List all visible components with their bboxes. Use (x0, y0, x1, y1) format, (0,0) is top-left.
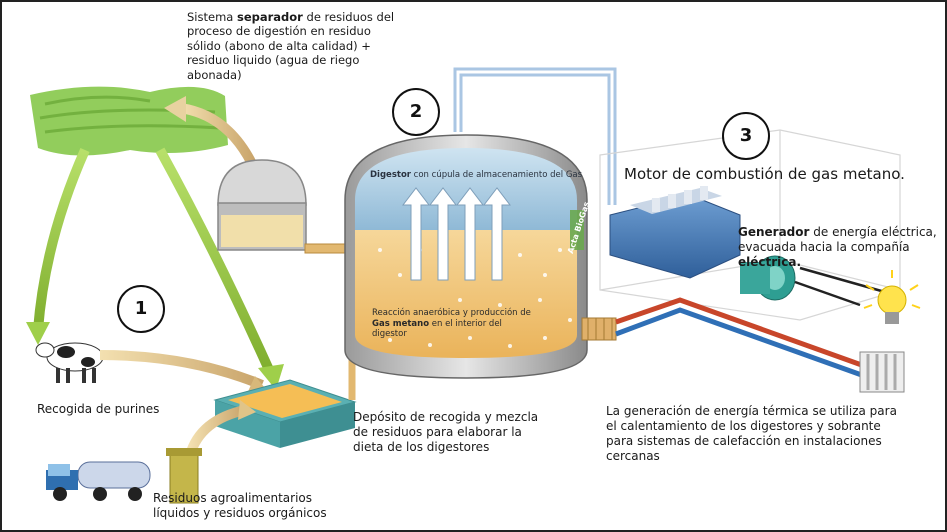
generator-text-bold: Generador (738, 225, 810, 239)
arrowhead-bin-deposit (238, 400, 256, 420)
digestor-text-bold: Digestor (370, 170, 411, 180)
generator-text-bold2: eléctrica. (738, 255, 802, 269)
arrow-cow-to-deposit (99, 350, 264, 390)
digestor-text: Digestor con cúpula de almacenamiento de… (370, 170, 585, 181)
reaction-text: Reacción anaeróbica y producción de Gas … (372, 308, 537, 340)
arrowhead-field (164, 96, 186, 122)
digestor-text-rest: con cúpula de almacenamiento del Gas (410, 170, 583, 180)
arrowhead-cow (26, 322, 50, 345)
crop-field-illustration (30, 86, 228, 156)
separator-text-rest: de residuos del proceso de digestión en … (187, 10, 395, 82)
separator-text-pre: Sistema (187, 10, 237, 24)
separator-dome (217, 159, 307, 251)
organic-waste-bin (166, 448, 202, 504)
purines-text: Recogida de purines (37, 402, 160, 416)
rising-gas-arrows (401, 187, 512, 281)
arrow-separator-to-field (179, 103, 260, 173)
deposit-text: Depósito de recogida y mezcla de residuo… (353, 410, 539, 454)
motor-text: Motor de combustión de gas metano. (624, 165, 905, 183)
step-number-1: 1 (117, 285, 165, 333)
tanker-truck-illustration (46, 461, 151, 501)
cold-water-pipe (615, 307, 871, 381)
light-bulb-icon (863, 270, 921, 324)
generator-text: Generador de energía eléctrica, evacuada… (738, 225, 943, 270)
heat-exchanger (581, 317, 617, 341)
thermal-energy-text: La generación de energía térmica se util… (606, 404, 897, 463)
power-wire (794, 280, 861, 307)
cow-illustration (35, 342, 104, 383)
gas-engine (609, 186, 741, 279)
reaction-text-pre: Reacción anaeróbica y producción de (372, 308, 531, 318)
residues-text: Residuos agroalimentarios líquidos y res… (153, 491, 327, 520)
step-number-3: 3 (722, 112, 770, 160)
arrow-field-to-cow (33, 147, 90, 331)
reaction-text-rest: en el interior del digestor (372, 318, 502, 340)
hot-water-pipe (615, 297, 871, 371)
reaction-text-bold: Gas metano (372, 318, 430, 329)
step-number-2: 2 (392, 88, 440, 136)
generator-text-mid: de energía eléctrica, evacuada hacia la … (738, 225, 937, 254)
separator-text: Sistema separador de residuos del proces… (187, 10, 399, 82)
arrow-field-to-deposit (155, 147, 275, 375)
separator-text-bold: separador (236, 10, 303, 24)
generator-unit (740, 255, 796, 301)
gas-pipe-highlight (456, 70, 614, 205)
radiator-icon (859, 351, 905, 393)
